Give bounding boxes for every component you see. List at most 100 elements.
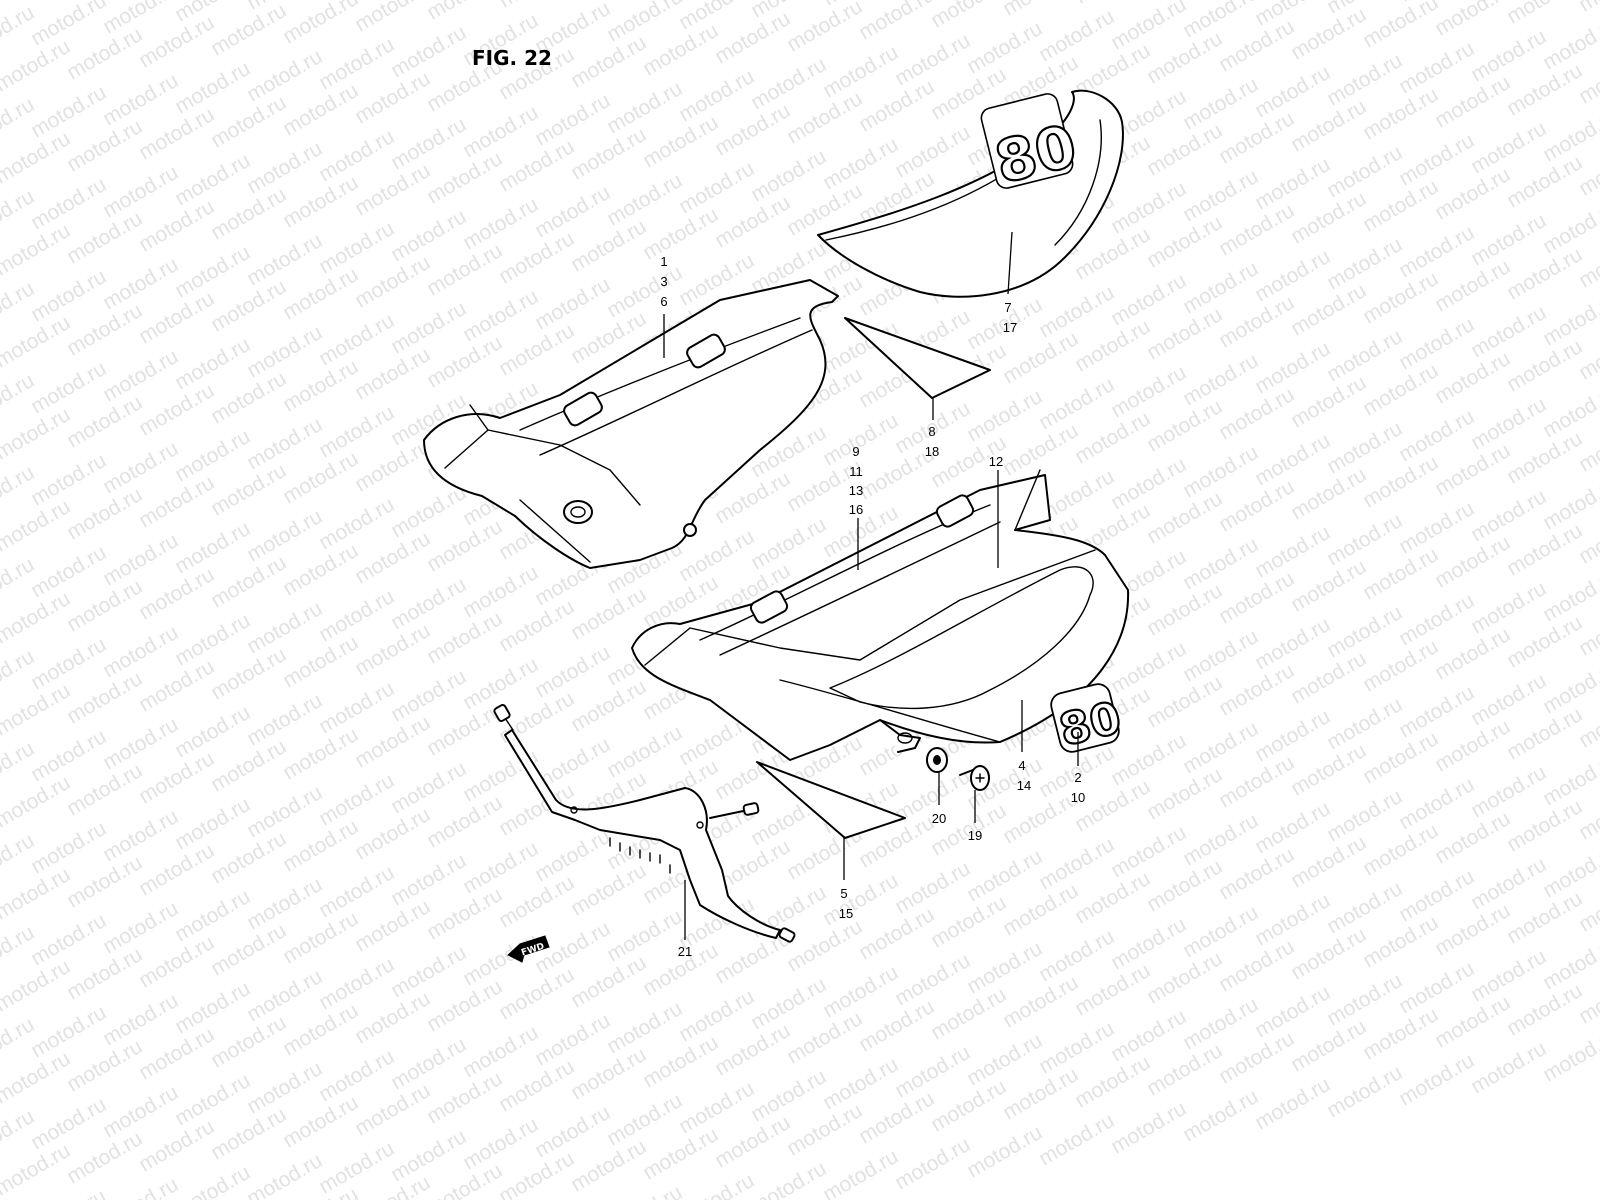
- watermark-text: motod.ru: [1431, 991, 1514, 1052]
- watermark-text: motod.ru: [27, 265, 110, 326]
- watermark-text: motod.ru: [603, 905, 686, 966]
- watermark-text: motod.ru: [1323, 141, 1406, 202]
- watermark-text: motod.ru: [891, 949, 974, 1010]
- watermark-text: motod.ru: [1071, 775, 1154, 836]
- watermark-text: motod.ru: [351, 343, 434, 404]
- watermark-text: motod.ru: [63, 851, 146, 912]
- watermark-text: motod.ru: [135, 839, 218, 900]
- watermark-text: motod.ru: [1359, 819, 1442, 880]
- watermark-text: motod.ru: [639, 19, 722, 80]
- watermark-text: motod.ru: [495, 227, 578, 288]
- watermark-text: motod.ru: [1179, 441, 1262, 502]
- watermark-text: motod.ru: [855, 1087, 938, 1148]
- watermark-text: motod.ru: [171, 793, 254, 854]
- watermark-text: motod.ru: [639, 1031, 722, 1092]
- watermark-text: motod.ru: [603, 261, 686, 322]
- watermark-text: motod.ru: [603, 721, 686, 782]
- watermark-text: motod.ru: [1287, 463, 1370, 524]
- watermark-text: motod.ru: [63, 207, 146, 268]
- watermark-text: motod.ru: [1143, 763, 1226, 824]
- watermark-text: motod.ru: [99, 1173, 182, 1200]
- watermark-text: motod.ru: [459, 193, 542, 254]
- watermark-text: motod.ru: [99, 69, 182, 130]
- watermark-text: motod.ru: [135, 103, 218, 164]
- watermark-text: motod.ru: [279, 355, 362, 416]
- watermark-text: motod.ru: [135, 379, 218, 440]
- watermark-text: motod.ru: [171, 241, 254, 302]
- watermark-text: motod.ru: [1575, 0, 1600, 16]
- watermark-text: motod.ru: [423, 239, 506, 300]
- watermark-text: motod.ru: [1359, 543, 1442, 604]
- watermark-text: motod.ru: [531, 89, 614, 150]
- watermark-text: motod.ru: [315, 217, 398, 278]
- watermark-text: motod.ru: [387, 1125, 470, 1186]
- watermark-text: motod.ru: [1395, 313, 1478, 374]
- watermark-text: motod.ru: [1395, 1049, 1478, 1110]
- watermark-text: motod.ru: [675, 985, 758, 1046]
- watermark-text: motod.ru: [1323, 1061, 1406, 1122]
- watermark-text: motod.ru: [243, 1149, 326, 1200]
- watermark-text: motod.ru: [1071, 407, 1154, 468]
- watermark-text: motod.ru: [27, 1001, 110, 1062]
- watermark-text: motod.ru: [207, 183, 290, 244]
- watermark-text: motod.ru: [999, 787, 1082, 848]
- watermark-text: motod.ru: [459, 1021, 542, 1082]
- watermark-text: motod.ru: [27, 817, 110, 878]
- watermark-text: motod.ru: [315, 677, 398, 738]
- watermark-text: motod.ru: [135, 11, 218, 72]
- watermark-text: motod.ru: [1287, 647, 1370, 708]
- watermark-text: motod.ru: [1179, 901, 1262, 962]
- watermark-text: motod.ru: [171, 517, 254, 578]
- watermark-text: motod.ru: [1503, 887, 1586, 948]
- watermark-text: motod.ru: [423, 147, 506, 208]
- watermark-text: motod.ru: [1395, 405, 1478, 466]
- watermark-text: motod.ru: [783, 87, 866, 148]
- watermark-text: motod.ru: [963, 17, 1046, 78]
- callout-label: 21: [678, 944, 692, 959]
- watermark-text: motod.ru: [1431, 163, 1514, 224]
- watermark-text: motod.ru: [1323, 325, 1406, 386]
- watermark-text: motod.ru: [1107, 1005, 1190, 1066]
- watermark-text: motod.ru: [927, 891, 1010, 952]
- watermark-text: motod.ru: [387, 1033, 470, 1094]
- watermark-text: motod.ru: [1215, 291, 1298, 352]
- callout-label: 9: [852, 444, 859, 459]
- watermark-text: motod.ru: [279, 907, 362, 968]
- watermark-text: motod.ru: [279, 447, 362, 508]
- watermark-text: motod.ru: [1431, 807, 1514, 868]
- watermark-text: motod.ru: [783, 915, 866, 976]
- watermark-text: motod.ru: [1287, 187, 1370, 248]
- watermark-text: motod.ru: [315, 953, 398, 1014]
- watermark-text: motod.ru: [927, 983, 1010, 1044]
- watermark-text: motod.ru: [99, 989, 182, 1050]
- watermark-text: motod.ru: [207, 735, 290, 796]
- watermark-text: motod.ru: [387, 297, 470, 358]
- watermark-text: motod.ru: [99, 713, 182, 774]
- watermark-text: motod.ru: [1323, 877, 1406, 938]
- watermark-text: motod.ru: [711, 1111, 794, 1172]
- watermark-text: motod.ru: [99, 621, 182, 682]
- watermark-text: motod.ru: [1395, 589, 1478, 650]
- watermark-text: motod.ru: [1107, 361, 1190, 422]
- watermark-text: motod.ru: [135, 287, 218, 348]
- watermark-text: motod.ru: [1431, 71, 1514, 132]
- watermark-text: motod.ru: [1323, 785, 1406, 846]
- watermark-text: motod.ru: [1359, 0, 1442, 52]
- watermark-text: motod.ru: [171, 885, 254, 946]
- watermark-text: motod.ru: [1503, 795, 1586, 856]
- watermark-text: motod.ru: [495, 0, 578, 12]
- watermark-text: motod.ru: [1323, 969, 1406, 1030]
- right-frame-cover: [631, 469, 1130, 761]
- watermark-text: motod.ru: [63, 23, 146, 84]
- watermark-text: motod.ru: [819, 409, 902, 470]
- watermark-text: motod.ru: [207, 1011, 290, 1072]
- watermark-text: motod.ru: [279, 999, 362, 1060]
- watermark-text: motod.ru: [207, 91, 290, 152]
- watermark-text: motod.ru: [747, 145, 830, 206]
- watermark-text: motod.ru: [927, 1075, 1010, 1136]
- watermark-text: motod.ru: [1359, 451, 1442, 512]
- watermark-text: motod.ru: [567, 1043, 650, 1104]
- watermark-text: motod.ru: [27, 0, 110, 50]
- watermark-text: motod.ru: [1143, 1039, 1226, 1100]
- watermark-text: motod.ru: [171, 57, 254, 118]
